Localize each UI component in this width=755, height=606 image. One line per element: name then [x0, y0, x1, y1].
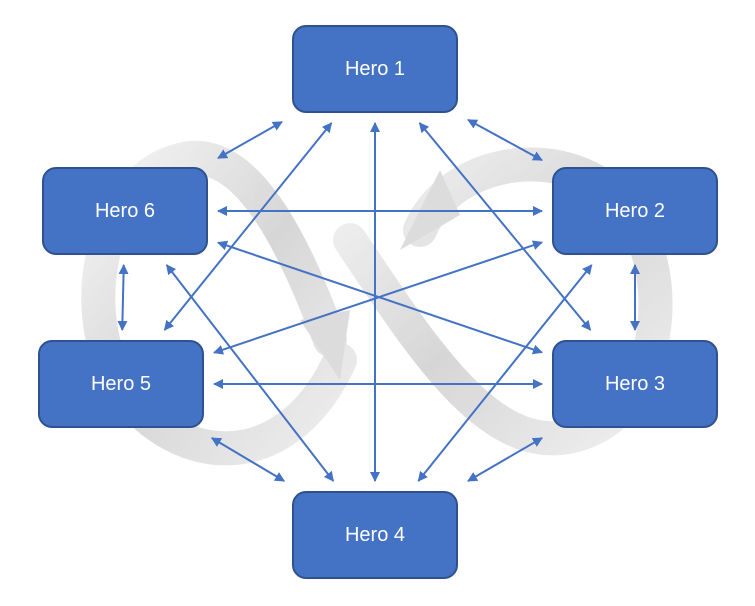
hero-3-box[interactable]: Hero 3 [552, 340, 718, 428]
hero-6-box[interactable]: Hero 6 [42, 167, 208, 255]
connection-arrows [117, 118, 640, 482]
hero-6-label: Hero 6 [94, 199, 156, 222]
hero-5-box[interactable]: Hero 5 [38, 340, 204, 428]
arrow-n3-n6 [217, 240, 543, 355]
arrow-n6-n1 [217, 120, 283, 160]
arrow-n4-n6 [165, 264, 335, 482]
arrow-n2-n4 [417, 264, 593, 482]
hero-5-label: Hero 5 [90, 372, 152, 395]
hero-3-label: Hero 3 [604, 372, 666, 395]
hero-2-box[interactable]: Hero 2 [552, 167, 718, 255]
arrow-n5-n6 [117, 264, 129, 331]
hero-1-label: Hero 1 [344, 57, 406, 80]
arrow-n3-n4 [467, 437, 543, 482]
hero-4-label: Hero 4 [344, 523, 406, 546]
hero-1-box[interactable]: Hero 1 [292, 25, 458, 113]
hero-2-label: Hero 2 [604, 199, 666, 222]
hero-4-box[interactable]: Hero 4 [292, 491, 458, 579]
